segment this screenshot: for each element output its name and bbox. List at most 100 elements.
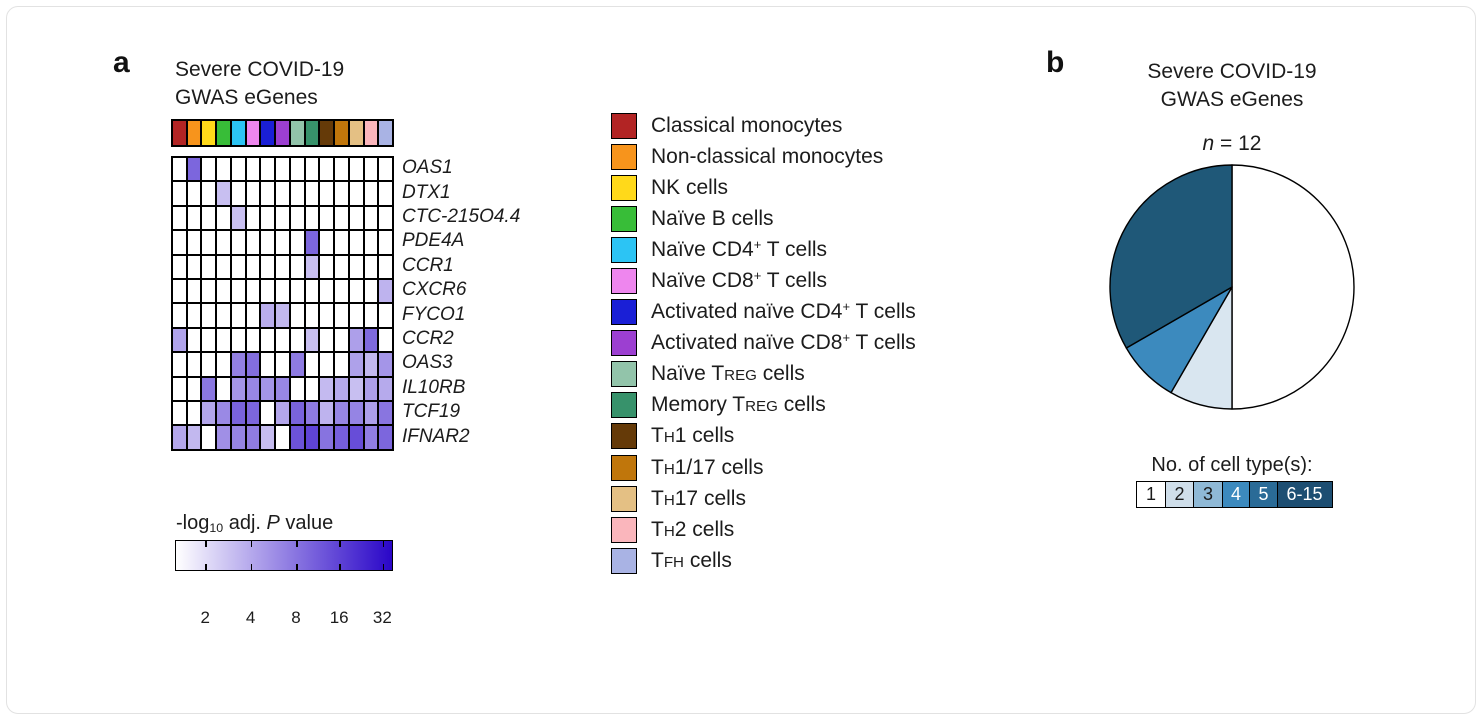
heatmap-cell [186, 376, 202, 401]
heatmap-cell [275, 254, 290, 279]
text-segment: FH [663, 553, 684, 571]
legend-label: TFH cells [651, 549, 732, 573]
heatmap-cell [378, 352, 393, 377]
heatmap-cell [186, 303, 202, 328]
heatmap-cell [201, 352, 217, 377]
text-segment: T [651, 424, 664, 448]
heatmap-cell [230, 254, 246, 279]
pie-n-label: n = 12 [1082, 130, 1382, 158]
heatmap-cell [348, 254, 364, 279]
legend-item: Memory TREG cells [611, 390, 916, 421]
text-segment: NK cells [651, 175, 729, 199]
text-segment: H [663, 429, 675, 447]
heatmap-cell [275, 157, 290, 182]
legend-item: TH1/17 cells [611, 452, 916, 483]
panel-b-title-line2: GWAS eGenes [1160, 88, 1304, 111]
legend-item: Naïve B cells [611, 203, 916, 234]
heatmap-cell [216, 254, 231, 279]
heatmap-cell [186, 205, 202, 231]
heatmap-cell [378, 157, 393, 182]
heatmap-cell [363, 230, 379, 255]
text-segment: Naïve B cells [651, 206, 774, 230]
panel-b-title: Severe COVID-19 GWAS eGenes [1082, 58, 1382, 114]
heatmap-cell [230, 327, 246, 353]
heatmap-cell [230, 400, 246, 426]
panel-a-title-line1: Severe COVID-19 [175, 58, 345, 81]
heatmap-cell [378, 327, 393, 353]
heatmap-cell [260, 376, 276, 401]
heatmap-cell [289, 352, 305, 377]
panel-a-label: a [113, 46, 130, 79]
heatmap-cell [260, 400, 276, 426]
pie-slice-6-15 [1109, 164, 1233, 349]
heatmap-cell [275, 376, 290, 401]
heatmap-cell [275, 400, 290, 426]
heatmap-cell [319, 425, 335, 450]
heatmap-cell [172, 181, 187, 206]
figure-card [6, 6, 1476, 714]
heatmap-cell [275, 230, 290, 255]
legend-swatch [611, 268, 637, 295]
strip-swatch-8 [275, 120, 290, 146]
heatmap-cell [172, 205, 187, 231]
panel-a-title: Severe COVID-19 GWAS eGenes [175, 56, 344, 112]
heatmap-cell [289, 278, 305, 304]
heatmap-cell [304, 352, 320, 377]
legend-swatch [611, 361, 637, 388]
colorbar-tick-label: 16 [329, 608, 349, 627]
text-segment: value [279, 512, 334, 534]
text-segment: T [651, 517, 664, 541]
text-segment: REG [724, 367, 757, 385]
legend-label: Naïve B cells [651, 207, 774, 231]
heatmap-cell [245, 327, 261, 353]
gene-label: FYCO1 [402, 303, 466, 325]
text-segment: T [651, 455, 664, 479]
heatmap-cell [378, 400, 393, 426]
heatmap-cell [289, 327, 305, 353]
legend-label: Activated naïve CD4+ T cells [651, 299, 916, 324]
colorbar-tick-label: 4 [245, 608, 256, 627]
heatmap-cell [289, 157, 305, 182]
heatmap-cell [172, 303, 187, 328]
heatmap-cell [334, 181, 349, 206]
heatmap-cell [363, 205, 379, 231]
heatmap-cell [334, 400, 349, 426]
text-segment: -log [176, 512, 210, 534]
heatmap-cell [363, 352, 379, 377]
heatmap-cell [245, 254, 261, 279]
heatmap-cell [245, 230, 261, 255]
heatmap-cell [304, 303, 320, 328]
heatmap-cell [260, 327, 276, 353]
colorbar-tick [296, 541, 298, 547]
heatmap-cell [230, 425, 246, 450]
strip-swatch-9 [289, 120, 305, 146]
gene-label: CXCR6 [402, 279, 467, 301]
colorbar [175, 540, 393, 571]
colorbar-tick [382, 541, 385, 547]
heatmap-cell [348, 303, 364, 328]
legend-label: TH1/17 cells [651, 456, 763, 480]
heatmap-cell [363, 181, 379, 206]
heatmap-cell [334, 278, 349, 304]
heatmap-cell [348, 425, 364, 450]
colorbar-tick [339, 564, 341, 570]
heatmap-cell [245, 157, 261, 182]
text-segment: H [663, 491, 675, 509]
heatmap-cell [275, 327, 290, 353]
heatmap-cell [363, 425, 379, 450]
legend-label: Activated naïve CD8+ T cells [651, 330, 916, 355]
legend-label: Classical monocytes [651, 114, 842, 138]
heatmap-cell [348, 230, 364, 255]
heatmap-cell [348, 157, 364, 182]
heatmap-cell [319, 303, 335, 328]
pie-legend-title: No. of cell type(s): [1151, 454, 1313, 476]
heatmap-cell [319, 157, 335, 182]
heatmap-cell [201, 303, 217, 328]
text-segment: + [842, 330, 851, 346]
text-segment: Naïve CD8 [651, 269, 754, 293]
panel-b-title-line1: Severe COVID-19 [1147, 60, 1317, 83]
legend-swatch [611, 547, 637, 574]
heatmap-cell [378, 230, 393, 255]
